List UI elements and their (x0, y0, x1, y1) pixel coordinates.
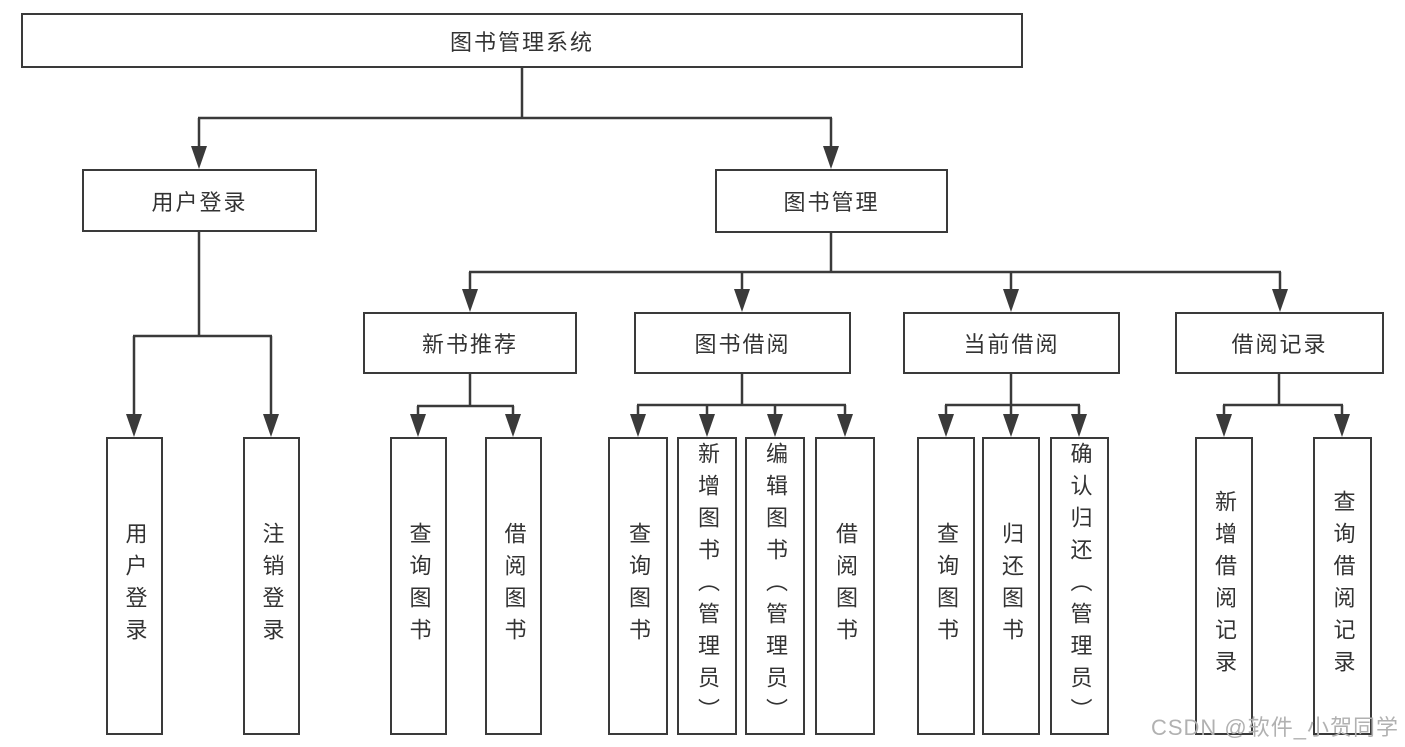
leaf-confirm-return-admin-label: 确认归还（管理员） (1067, 442, 1093, 730)
watermark: CSDN @软件_小贺同学 (1150, 715, 1399, 740)
leaf-edit-books-admin-label: 编辑图书（管理员） (763, 442, 788, 730)
leaf-borrow-books: 借阅图书 (815, 437, 875, 735)
leaf-borrow-books-label: 借阅图书 (833, 522, 858, 650)
leaf-borrow-books-recommend: 借阅图书 (485, 437, 542, 735)
leaf-add-books-admin: 新增图书（管理员） (677, 437, 737, 735)
leaf-query-borrow-record: 查询借阅记录 (1313, 437, 1372, 735)
node-current-borrow-label: 当前借阅 (963, 332, 1060, 357)
node-borrow-records: 借阅记录 (1175, 312, 1384, 374)
leaf-query-books-borrow: 查询图书 (608, 437, 668, 735)
leaf-user-login-label: 用户登录 (122, 522, 148, 650)
leaf-return-books-label: 归还图书 (999, 522, 1024, 650)
leaf-add-books-admin-label: 新增图书（管理员） (695, 442, 720, 730)
leaf-edit-books-admin: 编辑图书（管理员） (745, 437, 805, 735)
leaf-query-books-current: 查询图书 (917, 437, 975, 735)
leaf-query-books-recommend-label: 查询图书 (406, 522, 432, 650)
leaf-query-books-recommend: 查询图书 (390, 437, 447, 735)
node-book-management-label: 图书管理 (783, 190, 880, 215)
node-new-book-recommend-label: 新书推荐 (421, 332, 518, 357)
leaf-user-login: 用户登录 (106, 437, 163, 735)
node-book-management: 图书管理 (715, 169, 948, 233)
node-borrow-records-label: 借阅记录 (1231, 332, 1328, 357)
leaf-return-books: 归还图书 (982, 437, 1040, 735)
node-new-book-recommend: 新书推荐 (363, 312, 577, 374)
leaf-add-borrow-record: 新增借阅记录 (1195, 437, 1253, 735)
node-root-label: 图书管理系统 (449, 29, 594, 55)
leaf-query-borrow-record-label: 查询借阅记录 (1330, 490, 1356, 682)
leaf-logout: 注销登录 (243, 437, 300, 735)
node-book-borrow-label: 图书借阅 (694, 332, 791, 357)
leaf-query-books-current-label: 查询图书 (934, 522, 959, 650)
leaf-borrow-books-recommend-label: 借阅图书 (501, 522, 527, 650)
leaf-add-borrow-record-label: 新增借阅记录 (1212, 490, 1237, 682)
node-user-login-label: 用户登录 (151, 189, 248, 215)
leaf-query-books-borrow-label: 查询图书 (626, 522, 651, 650)
arrowhead-icons (126, 146, 1350, 437)
node-root: 图书管理系统 (21, 13, 1023, 68)
node-user-login: 用户登录 (82, 169, 317, 232)
leaf-logout-label: 注销登录 (259, 522, 285, 650)
node-book-borrow: 图书借阅 (634, 312, 851, 374)
leaf-confirm-return-admin: 确认归还（管理员） (1050, 437, 1109, 735)
node-current-borrow: 当前借阅 (903, 312, 1120, 374)
